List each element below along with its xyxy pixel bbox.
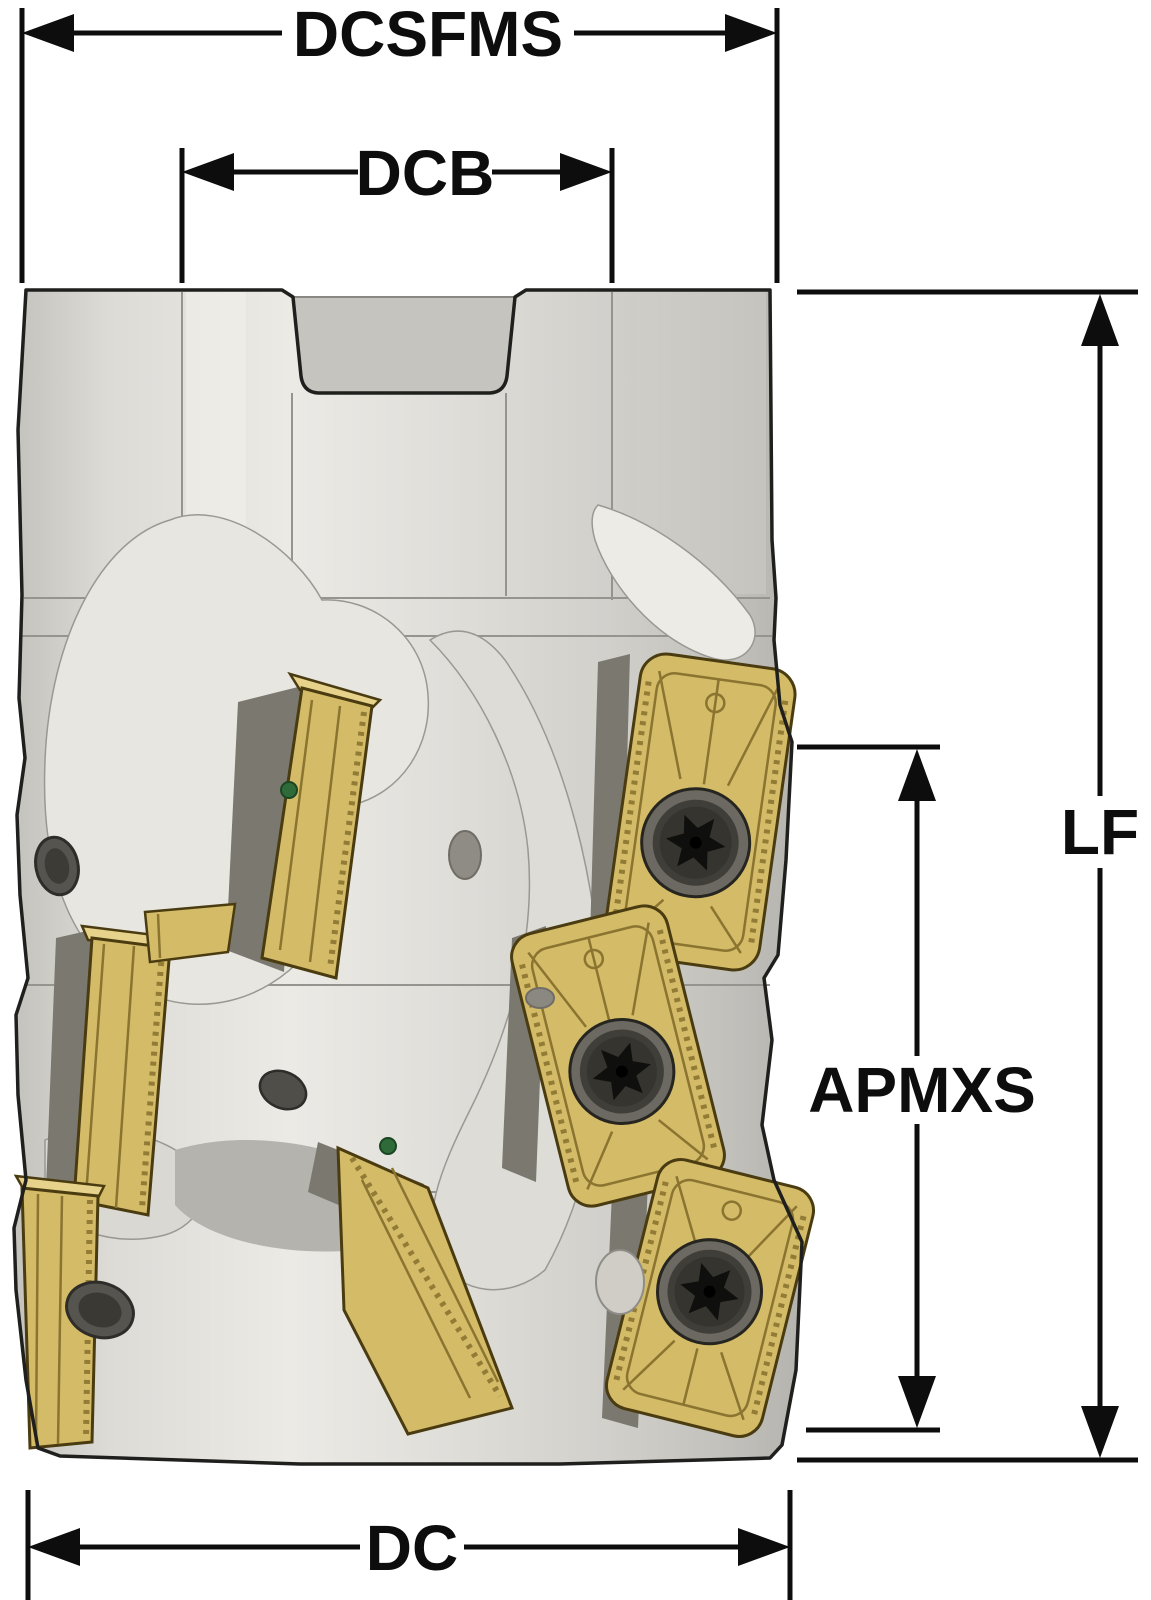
insert-serrations	[327, 711, 367, 969]
insert-upper-right	[603, 652, 797, 972]
insert-edge-line	[625, 1178, 795, 1418]
insert-facet-lines	[156, 913, 162, 959]
dim-dc: DC	[25, 1490, 793, 1600]
dim-lf: LF	[797, 289, 1139, 1463]
insert-side-face	[260, 686, 374, 980]
flute-top-right	[591, 504, 756, 661]
arrow-up-icon	[1081, 294, 1119, 346]
hole-outer	[258, 1069, 308, 1111]
apmxs-label: APMXS	[808, 1054, 1036, 1126]
insert-serrations	[139, 951, 165, 1209]
insert-middle	[510, 904, 726, 1208]
dcsfms-label: DCSFMS	[293, 0, 563, 70]
insert-facet-lines	[84, 943, 136, 1209]
arrow-left-icon	[28, 1528, 80, 1566]
insert-edge-bottom-center	[336, 1145, 515, 1436]
insert-facet-lines	[34, 1193, 64, 1445]
green-pin	[379, 1137, 397, 1155]
dcb-label: DCB	[356, 137, 495, 209]
arrow-right-icon	[725, 14, 777, 52]
bore-hole	[595, 1249, 645, 1315]
torx-screw	[656, 1238, 764, 1346]
screw-center	[703, 1285, 716, 1298]
dcsfms-extension-lines	[19, 8, 780, 283]
bore-hole	[525, 987, 555, 1009]
arrow-left-icon	[182, 153, 234, 191]
bore-hole	[448, 830, 482, 880]
arrow-up-icon	[898, 749, 936, 801]
insert-side-face	[143, 902, 237, 964]
insert-serrations	[349, 1156, 503, 1398]
screw-center	[615, 1065, 628, 1078]
insert-facet-lines	[527, 922, 709, 1190]
insert-serrations	[519, 929, 717, 1183]
insert-lower-right	[605, 1158, 815, 1438]
arrow-left-icon	[22, 14, 74, 52]
dc-label: DC	[366, 1512, 458, 1584]
hole-inner	[78, 1292, 122, 1328]
dim-dcb: DCB	[179, 137, 615, 283]
torx-screw	[568, 1018, 676, 1126]
dcb-extension-lines	[179, 148, 615, 283]
dc-extension-lines	[25, 1490, 793, 1600]
lf-label: LF	[1061, 796, 1139, 868]
insert-edge-line	[530, 925, 706, 1187]
insert-side-face	[72, 936, 172, 1217]
insert-facet-lines	[278, 699, 342, 963]
insert-corner-hole	[705, 692, 726, 714]
insert-serrations	[611, 681, 789, 943]
drive-notch	[291, 296, 517, 394]
insert-corner-hole	[721, 1200, 743, 1221]
coolant-hole	[34, 835, 80, 897]
lf-extension-lines	[797, 289, 1138, 1463]
insert-facet-lines	[360, 1167, 500, 1399]
cutter-body	[12, 288, 815, 1466]
arrow-right-icon	[738, 1528, 790, 1566]
insert-corner-hole	[583, 948, 605, 970]
coolant-hole	[65, 1280, 135, 1340]
arrow-down-icon	[1081, 1406, 1119, 1458]
insert-edge-sliver	[143, 902, 237, 964]
torx-screw	[640, 787, 752, 899]
dim-dcsfms: DCSFMS	[19, 0, 780, 283]
arrow-down-icon	[898, 1376, 936, 1428]
arrow-right-icon	[560, 153, 612, 191]
insert-edge-lower-left	[13, 1174, 106, 1450]
cutter-body-outline	[12, 288, 804, 1466]
apmxs-extension-lines	[797, 744, 940, 1433]
dim-apmxs: APMXS	[797, 744, 1036, 1433]
insert-edge-upper-left	[260, 671, 383, 980]
insert-facet-lines	[622, 1175, 798, 1421]
hole-inner	[44, 848, 70, 884]
coolant-hole	[258, 1069, 308, 1111]
screw-center	[689, 836, 702, 849]
green-pin	[280, 781, 298, 799]
